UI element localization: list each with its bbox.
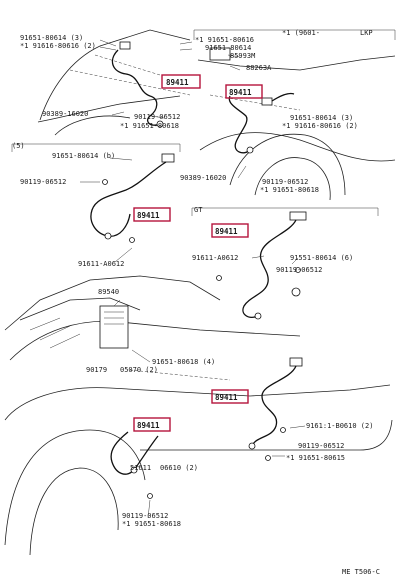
section-frames bbox=[11, 29, 396, 216]
leader-lines bbox=[80, 39, 306, 519]
front-left-sensor-harness bbox=[111, 41, 164, 128]
front-right-body-outline bbox=[197, 55, 396, 201]
callout-b1: 91651-80614 (b) bbox=[52, 152, 115, 160]
callout-d3: 90119-06512 bbox=[276, 266, 322, 274]
callout-f3: *1 91651-80615 bbox=[286, 454, 345, 462]
callout-a9: *1 91651-80618 bbox=[120, 122, 179, 130]
part-89411-front-left: 89411 bbox=[161, 74, 201, 89]
variant-code: LKP bbox=[360, 29, 373, 37]
sensor-head bbox=[254, 312, 262, 320]
rear-left-sensor-harness bbox=[90, 153, 175, 243]
callout-a11: *1 91616-80616 (2) bbox=[282, 122, 358, 130]
part-89411-rear-right: 89411 bbox=[211, 389, 249, 404]
part-89411-gt: 89411 bbox=[211, 223, 249, 238]
callout-c3: *1 91651-80618 bbox=[260, 186, 319, 194]
callout-c1: 90389-16020 bbox=[180, 174, 226, 182]
part-number-label: 89411 bbox=[137, 211, 160, 220]
sensor-connector bbox=[261, 97, 273, 106]
sensor-head bbox=[246, 146, 254, 154]
sensor-connector bbox=[161, 153, 175, 163]
sensor-head bbox=[248, 442, 256, 450]
callout-a2: *1 91616-80616 (2) bbox=[20, 42, 96, 50]
abs-computer-unit bbox=[99, 305, 129, 349]
callout-e2: 91651-80618 (4) bbox=[152, 358, 215, 366]
callout-a10: 91651-80614 (3) bbox=[290, 114, 353, 122]
callout-f6: 90119-06512 bbox=[122, 512, 168, 520]
part-number-label: 89411 bbox=[229, 88, 252, 97]
callout-d1: 91611-A0612 bbox=[192, 254, 238, 262]
callout-a5: 85993M bbox=[230, 52, 255, 60]
part-number-label: 89411 bbox=[137, 421, 160, 430]
part-number-label: 89411 bbox=[215, 393, 238, 402]
header: *1 (9601- LKP (5) GT bbox=[12, 29, 373, 214]
rear-left-lower-sensor-harness bbox=[110, 431, 159, 499]
callout-f2: 90119-06512 bbox=[298, 442, 344, 450]
section-marker-left: (5) bbox=[12, 142, 25, 150]
part-89411-rear-left: 89411 bbox=[133, 207, 171, 222]
callout-f7: *1 91651-80618 bbox=[122, 520, 181, 528]
callout-labels: 91651-80614 (3) *1 91616-80616 (2) *1 91… bbox=[20, 34, 373, 528]
diagram-code: ME T506-C bbox=[342, 568, 380, 576]
callout-b3: 91611-A0612 bbox=[78, 260, 124, 268]
callout-e1: 89540 bbox=[98, 288, 119, 296]
part-89411-front-right: 89411 bbox=[225, 84, 263, 99]
callout-f4: 51611 bbox=[130, 464, 151, 472]
sensor-connector bbox=[289, 211, 307, 221]
callout-a7: 90389-16020 bbox=[42, 110, 88, 118]
front-left-body-outline bbox=[37, 29, 191, 136]
callout-a8: 90119-06512 bbox=[134, 113, 180, 121]
part-number-callouts: 89411 89411 89411 89411 89411 89411 bbox=[133, 74, 263, 432]
variant-note: *1 (9601- bbox=[282, 29, 320, 37]
section-marker-gt: GT bbox=[194, 206, 203, 214]
part-number-label: 89411 bbox=[215, 227, 238, 236]
sensor-head bbox=[104, 232, 112, 240]
sensor-connector bbox=[119, 41, 131, 50]
callout-f1: 9161:1-B0610 (2) bbox=[306, 422, 373, 430]
rear-right-sensor-harness bbox=[248, 357, 303, 461]
bracket-block bbox=[209, 47, 231, 61]
part-number-label: 89411 bbox=[166, 78, 189, 87]
callout-b2: 90119-06512 bbox=[20, 178, 66, 186]
callout-a3: *1 91651-80616 bbox=[195, 36, 254, 44]
callout-f5: 06610 (2) bbox=[160, 464, 198, 472]
gt-sensor-harness bbox=[216, 211, 307, 320]
front-right-sensor-harness bbox=[209, 47, 295, 154]
callout-d2: 91551-80614 (6) bbox=[290, 254, 353, 262]
sensor-head bbox=[156, 120, 164, 128]
callout-a4: 91651-80614 bbox=[205, 44, 251, 52]
callout-a6: 88263A bbox=[246, 64, 272, 72]
sensor-connector bbox=[289, 357, 303, 367]
callout-e4: 05070 (2) bbox=[120, 366, 158, 374]
callout-e3: 90179 bbox=[86, 366, 107, 374]
callout-c2: 90119-06512 bbox=[262, 178, 308, 186]
sensor-head bbox=[130, 466, 138, 474]
rear-body-outline bbox=[4, 275, 393, 556]
part-89411-rear-left-lower: 89411 bbox=[133, 417, 171, 432]
callout-a1: 91651-80614 (3) bbox=[20, 34, 83, 42]
